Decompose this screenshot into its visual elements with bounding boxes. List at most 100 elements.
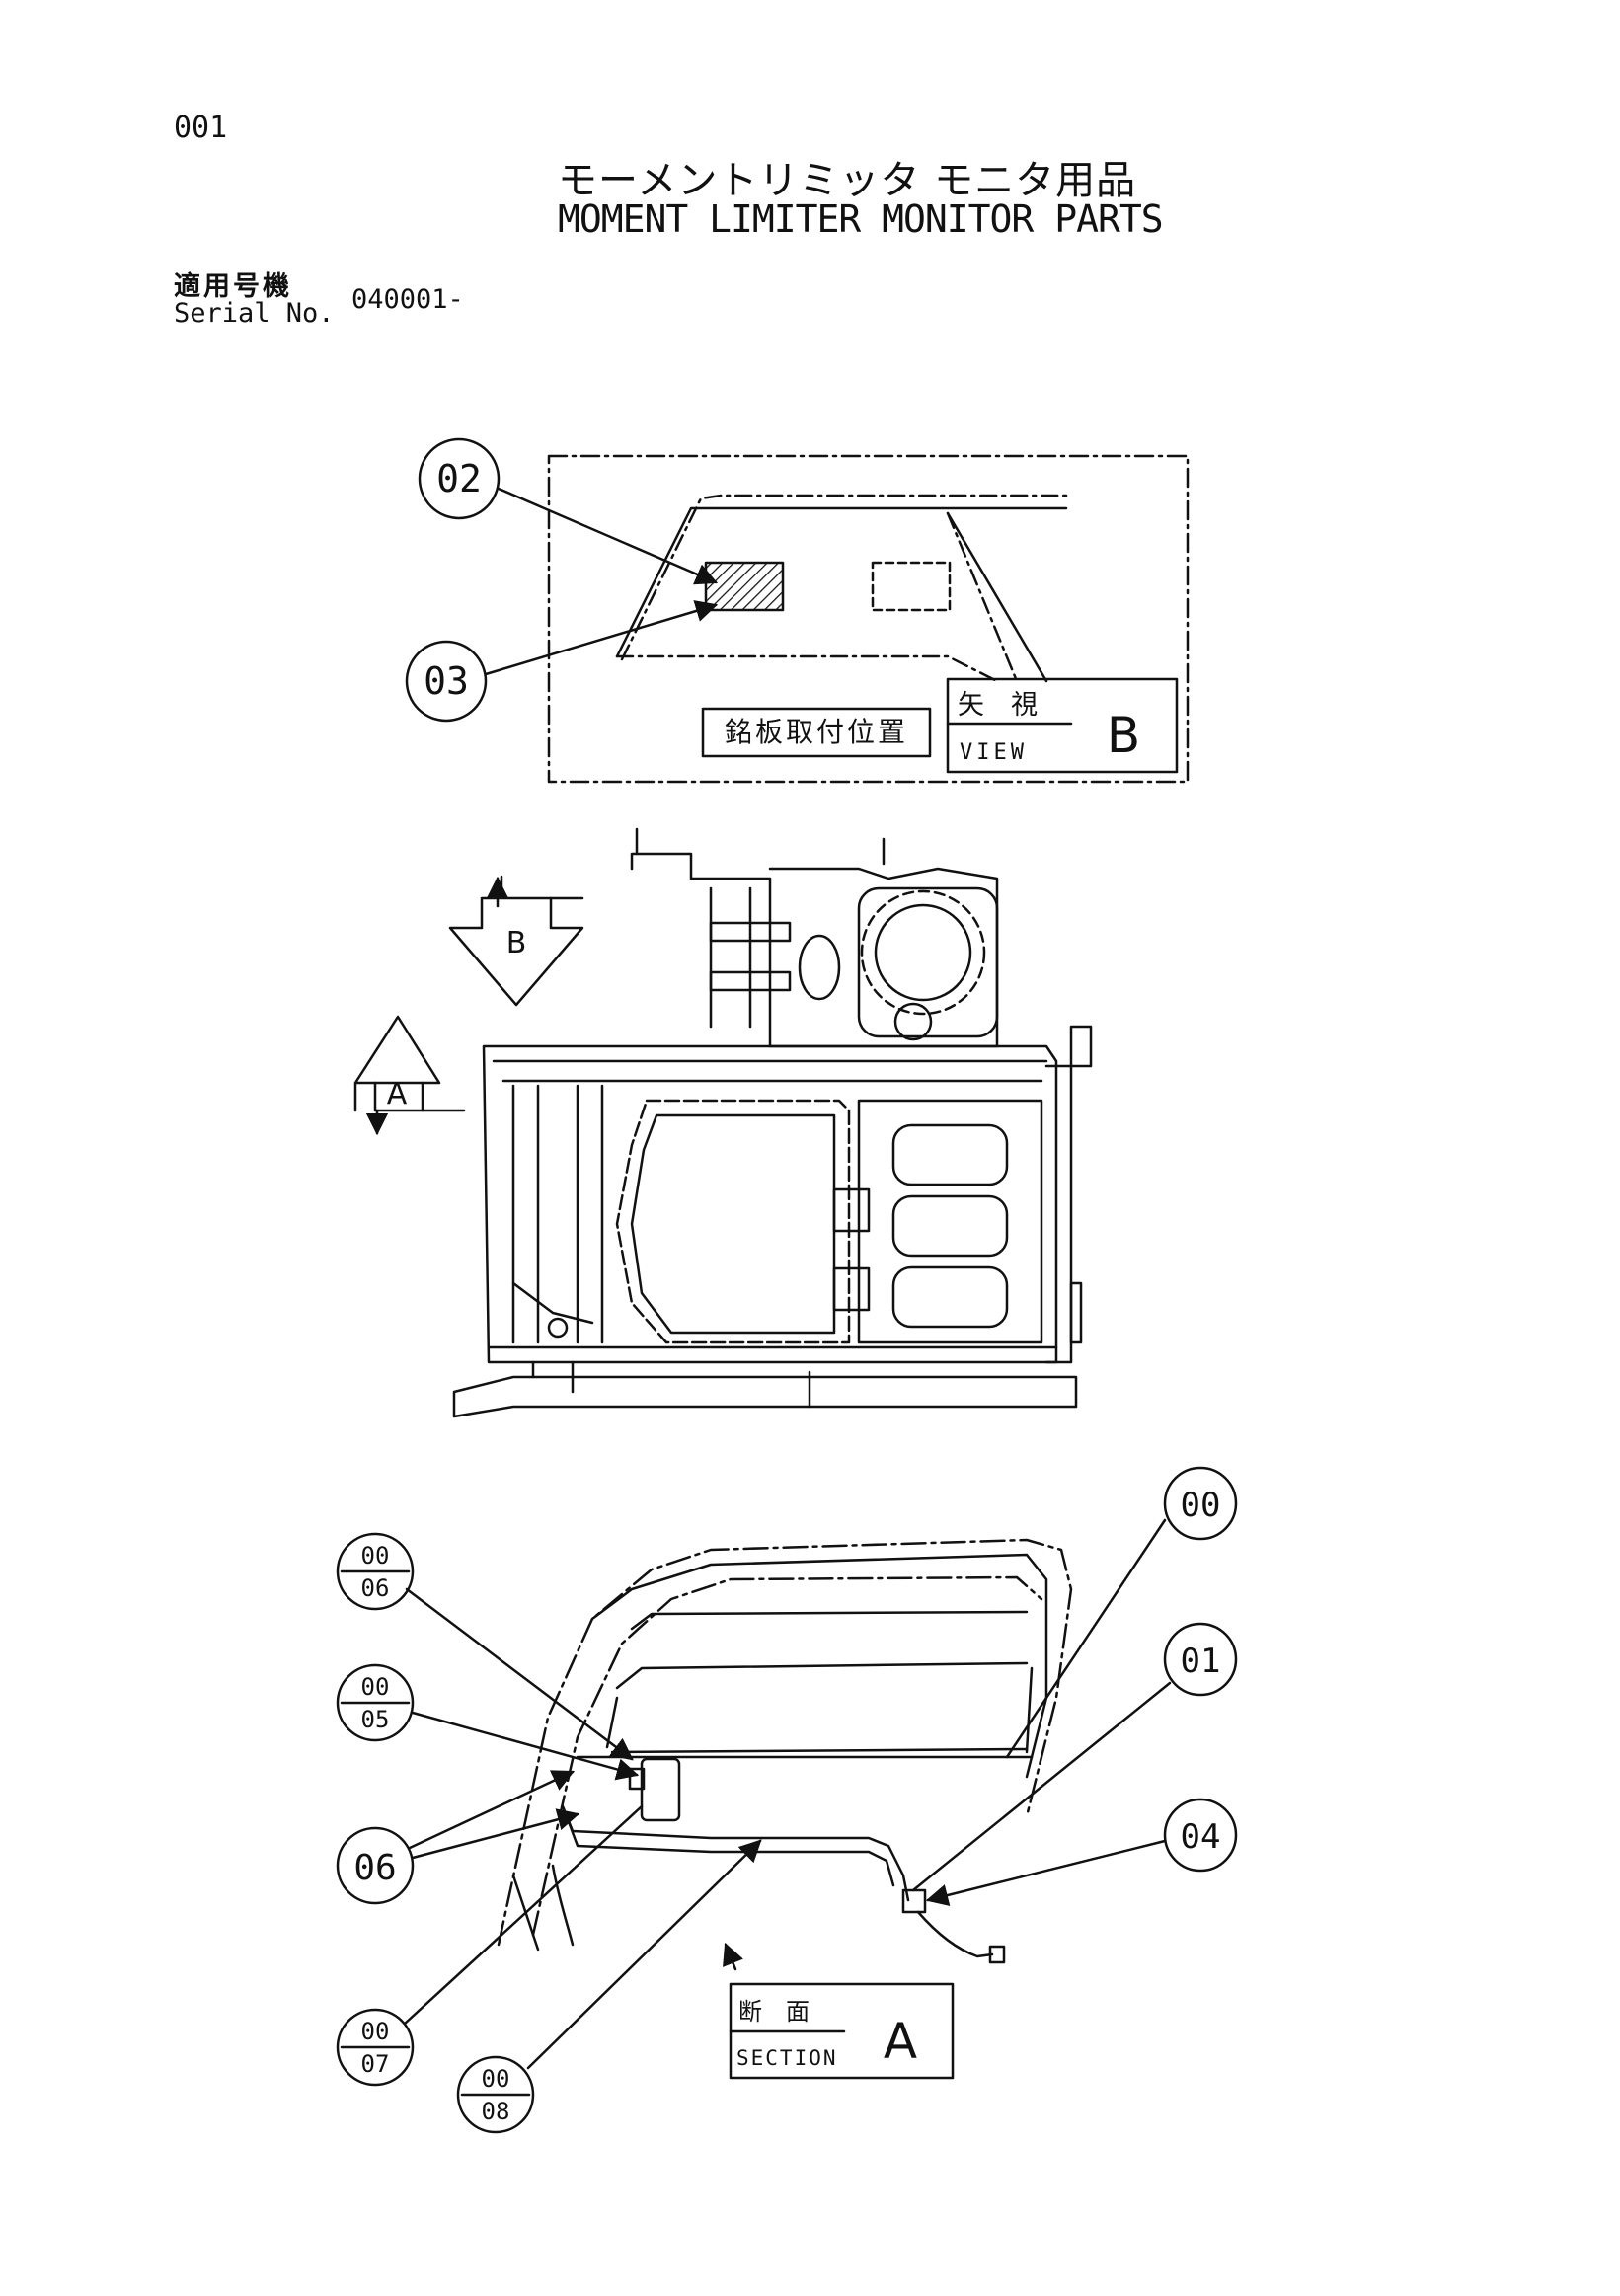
view-arrow-b-letter: B: [506, 926, 527, 960]
section-a-pointer: [723, 1942, 743, 1971]
stack-00-05-bottom: 05: [361, 1706, 390, 1733]
boom-bracket: [630, 852, 999, 1048]
monitor-unit: [640, 1757, 681, 1822]
callout-circle-00: [1163, 1466, 1238, 1541]
callout-label-00: 00: [1181, 1486, 1221, 1525]
right-bracket-top: [1069, 1025, 1093, 1068]
view-b-letter: B: [1107, 707, 1140, 764]
roof-liner-low: [610, 1747, 1029, 1754]
rail-brackets: [531, 1360, 811, 1409]
panel-slot-3: [891, 1265, 1009, 1329]
view-arrow-a-head: [353, 1015, 441, 1112]
callout-label-04: 04: [1181, 1817, 1221, 1857]
serial-number-value: 040001-: [351, 284, 464, 315]
section-a-detail: [336, 1466, 1238, 2134]
serial-label-english: Serial No.: [174, 298, 335, 329]
roof-liner-mid: [615, 1661, 1029, 1690]
callout-circle-04: [1163, 1798, 1238, 1873]
callout-circle-03: [405, 640, 488, 723]
leader-06a: [408, 1770, 576, 1850]
roof-liner-top: [630, 1610, 1029, 1631]
bracket-pin-1: [709, 921, 792, 943]
bracket-hole: [798, 934, 841, 1001]
callout-circle-01: [1163, 1622, 1238, 1697]
wire-harness: [561, 1804, 910, 1902]
plate-location-box: [701, 707, 932, 758]
roof-window-outline: [615, 1099, 851, 1344]
view-b-leader: [946, 511, 1048, 683]
callout-circle-06: [336, 1826, 415, 1905]
stack-00-06-top: 00: [361, 1542, 390, 1569]
leader-03: [484, 600, 719, 676]
stack-00-07-bottom: 07: [361, 2050, 390, 2078]
connector-cable: [916, 1910, 994, 1958]
section-a-label-jp: 断 面: [738, 1998, 810, 2026]
right-bracket-bottom: [1069, 1281, 1083, 1344]
left-panel-lines: [511, 1084, 604, 1344]
callout-label-03: 03: [424, 659, 469, 703]
leader-00: [1005, 1518, 1167, 1759]
hinge-lower: [832, 1266, 871, 1312]
cab-roof-outline: [615, 506, 1068, 658]
callout-stack-00-08: [456, 2055, 535, 2134]
serial-label-japanese: 適用号機: [174, 271, 292, 302]
callout-label-06: 06: [353, 1848, 396, 1888]
wire-harness-inner: [566, 1817, 895, 1887]
cab-profile-inner: [531, 1575, 1043, 1937]
plan-view: [353, 827, 1093, 1418]
stack-00-08-bottom: 08: [482, 2098, 510, 2125]
callout-label-02: 02: [436, 457, 482, 500]
plate-location-label: 銘板取付位置: [725, 716, 908, 748]
callout-stack-00-06: [336, 1532, 415, 1611]
cab-frame-outer: [482, 1044, 1058, 1364]
nameplate-hatched: [704, 561, 785, 612]
callout-circle-02: [418, 437, 501, 520]
view-b-frame: [547, 454, 1190, 784]
bracket-pin-2: [709, 970, 792, 992]
cable-plug: [988, 1945, 1006, 1964]
cab-side-panel: [857, 1099, 1043, 1344]
small-bore: [893, 1002, 933, 1041]
stack-00-05-top: 00: [361, 1673, 390, 1701]
swing-bearing-inner: [874, 903, 972, 1002]
page-number: 001: [174, 111, 228, 145]
callout-stack-00-07: [336, 2008, 415, 2087]
view-arrow-b: [448, 896, 584, 1007]
view-b-label-jp: 矢 視: [958, 690, 1038, 721]
view-b-label-box: [946, 677, 1179, 774]
roof-liner-sides: [605, 1666, 1034, 1754]
leader-02: [497, 487, 719, 585]
bracket-details: [635, 827, 886, 866]
undercarriage-rail: [452, 1375, 1078, 1418]
stack-00-08-top: 00: [482, 2065, 510, 2093]
view-b-label-en: VIEW: [960, 740, 1028, 765]
view-arrow-a-letter: A: [387, 1077, 408, 1111]
cab-edge-line: [946, 511, 1019, 683]
callout-stack-00-05: [336, 1663, 415, 1742]
bracket-plates: [709, 886, 752, 1029]
swing-bearing-outer: [860, 889, 986, 1016]
leader-00-05: [411, 1711, 640, 1781]
nameplate-alt-position: [871, 561, 952, 612]
view-b-detail: [405, 437, 1190, 784]
section-a-letter: A: [884, 2013, 917, 2070]
panel-slot-1: [891, 1123, 1009, 1186]
view-arrow-a-body: [373, 1081, 424, 1112]
hinge-upper: [832, 1187, 871, 1233]
leader-00-08: [526, 1839, 762, 2070]
cab-base-line: [615, 654, 999, 683]
leader-00-07: [403, 1804, 644, 2026]
title-japanese: モーメントリミッタ モニタ用品: [558, 158, 1137, 203]
title-english: MOMENT LIMITER MONITOR PARTS: [558, 197, 1164, 241]
stack-00-07-top: 00: [361, 2018, 390, 2045]
section-a-label-en: SECTION: [736, 2046, 838, 2070]
swing-housing: [857, 886, 999, 1038]
panel-slot-2: [891, 1194, 1009, 1258]
cab-roof-centerline: [620, 494, 1068, 661]
pillar-lines: [511, 1864, 575, 1952]
cab-profile-outline: [497, 1538, 1073, 1947]
stack-00-06-bottom: 06: [361, 1574, 390, 1602]
roof-window-glass: [630, 1113, 836, 1335]
right-side-wall: [1044, 1064, 1073, 1364]
